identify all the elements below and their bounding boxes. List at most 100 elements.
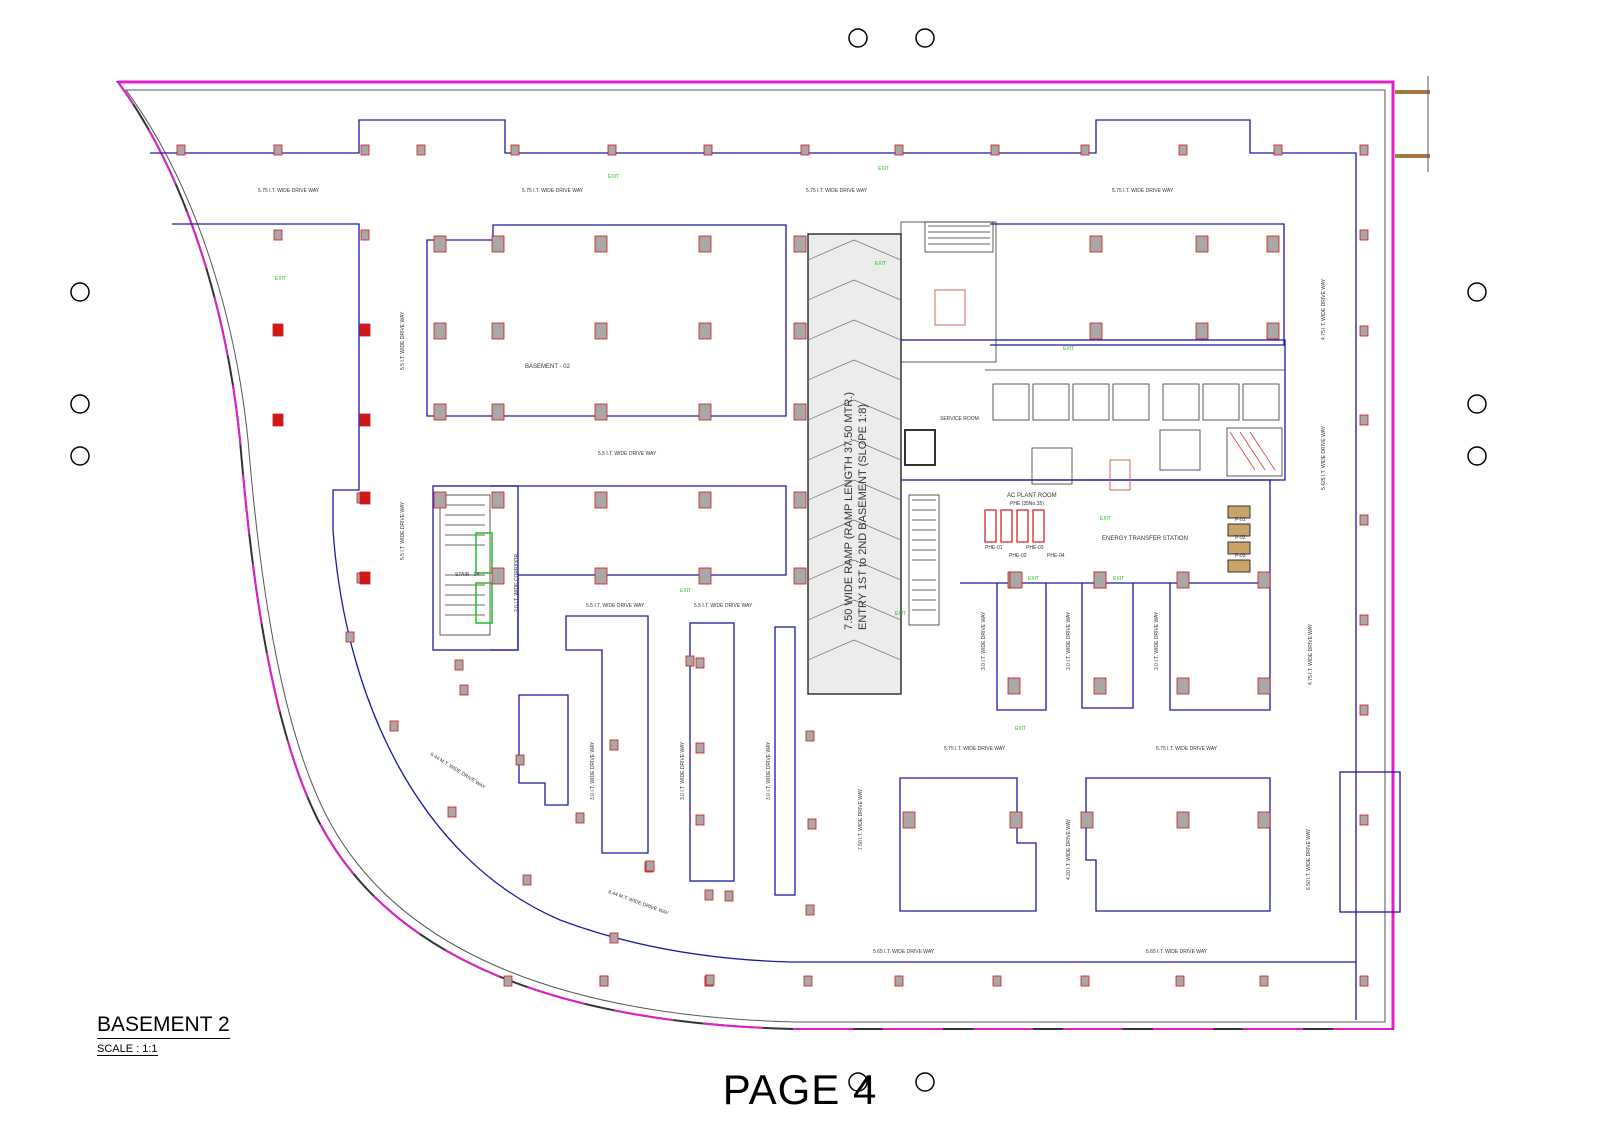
- structural-column: [894, 975, 904, 987]
- structural-column: [793, 567, 807, 585]
- structural-column: [272, 413, 284, 427]
- structural-column: [1359, 614, 1369, 626]
- ets-label: ENERGY TRANSFER STATION: [1102, 536, 1188, 542]
- driveway-label: 5.75 I.T. WIDE DRIVE WAY: [1112, 188, 1174, 194]
- structural-column: [575, 812, 585, 824]
- structural-column: [433, 322, 447, 340]
- exit-sign: EXIT: [608, 174, 619, 180]
- structural-column: [360, 144, 370, 156]
- structural-column: [685, 655, 695, 667]
- driveway-label: 5.75 I.T. WIDE DRIVE WAY: [944, 746, 1006, 752]
- structural-column: [894, 144, 904, 156]
- structural-column: [359, 413, 371, 427]
- structural-column: [433, 403, 447, 421]
- structural-column: [503, 975, 513, 987]
- structural-column: [1359, 144, 1369, 156]
- structural-column: [176, 144, 186, 156]
- structural-column: [609, 932, 619, 944]
- structural-column: [800, 144, 810, 156]
- exit-sign: EXIT: [875, 261, 886, 267]
- structural-column: [807, 818, 817, 830]
- stair-label: STAIR - 04: [455, 572, 480, 578]
- structural-column: [698, 235, 712, 253]
- pump-01-label: P-01: [1235, 517, 1246, 523]
- driveway-label: 5.75 I.T. WIDE DRIVE WAY: [806, 188, 868, 194]
- structural-column: [793, 491, 807, 509]
- exit-sign: EXIT: [1028, 576, 1039, 582]
- ac-plant-equipment: [984, 505, 1251, 573]
- structural-column: [1195, 322, 1209, 340]
- structural-column: [359, 491, 371, 505]
- driveway-label: 5.5 I.T. WIDE DRIVE WAY: [694, 603, 753, 609]
- structural-column: [459, 684, 469, 696]
- structural-column: [1007, 677, 1021, 695]
- structural-column: [1359, 414, 1369, 426]
- structural-column: [1093, 677, 1107, 695]
- structural-column: [1080, 144, 1090, 156]
- structural-column: [704, 889, 714, 901]
- structural-column: [609, 739, 619, 751]
- structural-column: [724, 890, 734, 902]
- structural-column: [1359, 975, 1369, 987]
- exit-signs: EXIT EXIT EXIT EXIT EXIT EXIT EXIT EXIT …: [275, 166, 1124, 732]
- structural-column: [645, 860, 655, 872]
- structural-column: [1009, 811, 1023, 829]
- drawing-scale: SCALE : 1:1: [97, 1043, 158, 1056]
- driveway-label: 6.44 M.T. WIDE DRIVE WAY: [429, 752, 487, 791]
- structural-column: [1176, 811, 1190, 829]
- structural-column: [705, 974, 715, 986]
- driveway-label: 5.65 I.T. WIDE DRIVE WAY: [873, 949, 935, 955]
- structural-column: [515, 754, 525, 766]
- structural-column: [1359, 325, 1369, 337]
- exit-sign: EXIT: [1113, 576, 1124, 582]
- grid-markers: [70, 28, 1487, 1092]
- structural-column: [454, 659, 464, 671]
- structural-column: [698, 403, 712, 421]
- structural-column: [1176, 677, 1190, 695]
- structural-column: [695, 742, 705, 754]
- structural-column: [594, 491, 608, 509]
- structural-column: [992, 975, 1002, 987]
- driveway-label: 4.75 I.T. WIDE DRIVE WAY: [1308, 623, 1314, 685]
- driveway-label: 3.0 I.T. WIDE DRIVE WAY: [680, 741, 686, 800]
- structural-column: [1089, 235, 1103, 253]
- structural-column: [793, 322, 807, 340]
- page-number: PAGE 4: [722, 1066, 878, 1113]
- exit-sign: EXIT: [680, 588, 691, 594]
- driveway-label: 4.75 I.T. WIDE DRIVE WAY: [1321, 278, 1327, 340]
- driveway-label: 5.5 I.T. WIDE DRIVE WAY: [598, 451, 657, 457]
- site-boundary: [116, 76, 1430, 1030]
- driveway-label: 5.5 I.T. WIDE DRIVE WAY: [586, 603, 645, 609]
- structural-column: [594, 235, 608, 253]
- driveway-label: 5.5 I.T. WIDE DRIVE WAY: [400, 501, 406, 560]
- structural-column: [491, 403, 505, 421]
- structural-column: [1080, 975, 1090, 987]
- structural-column: [1257, 677, 1271, 695]
- service-room-label: SERVICE ROOM: [940, 416, 979, 422]
- structural-column: [273, 144, 283, 156]
- structural-column: [389, 720, 399, 732]
- structural-column: [594, 322, 608, 340]
- exit-sign: EXIT: [1063, 346, 1074, 352]
- driveway-label: 5.5 I.T. WIDE DRIVE WAY: [400, 311, 406, 370]
- structural-column: [1266, 322, 1280, 340]
- driveway-label: 6.50 I.T. WIDE DRIVE WAY: [1306, 828, 1312, 890]
- driveway-label: 3.0 I.T. WIDE DRIVE WAY: [1066, 611, 1072, 670]
- phe-size-label: PHE (35No.35): [1010, 501, 1044, 507]
- structural-column: [1093, 571, 1107, 589]
- structural-column: [607, 144, 617, 156]
- structural-column: [491, 322, 505, 340]
- structural-column: [695, 657, 705, 669]
- drawing-title: BASEMENT 2: [97, 1013, 230, 1039]
- pump-02-label: P-02: [1235, 535, 1246, 541]
- pump-03-label: P-03: [1235, 553, 1246, 559]
- structural-column: [594, 403, 608, 421]
- structural-column: [360, 229, 370, 241]
- exit-sign: EXIT: [895, 611, 906, 617]
- structural-column: [594, 567, 608, 585]
- room-labels: BASEMENT - 02 2.0 I.T. WIDE CORRIDOR STA…: [455, 364, 1246, 612]
- structural-column: [805, 730, 815, 742]
- structural-column: [1273, 144, 1283, 156]
- exit-sign: EXIT: [275, 276, 286, 282]
- structural-column: [1359, 814, 1369, 826]
